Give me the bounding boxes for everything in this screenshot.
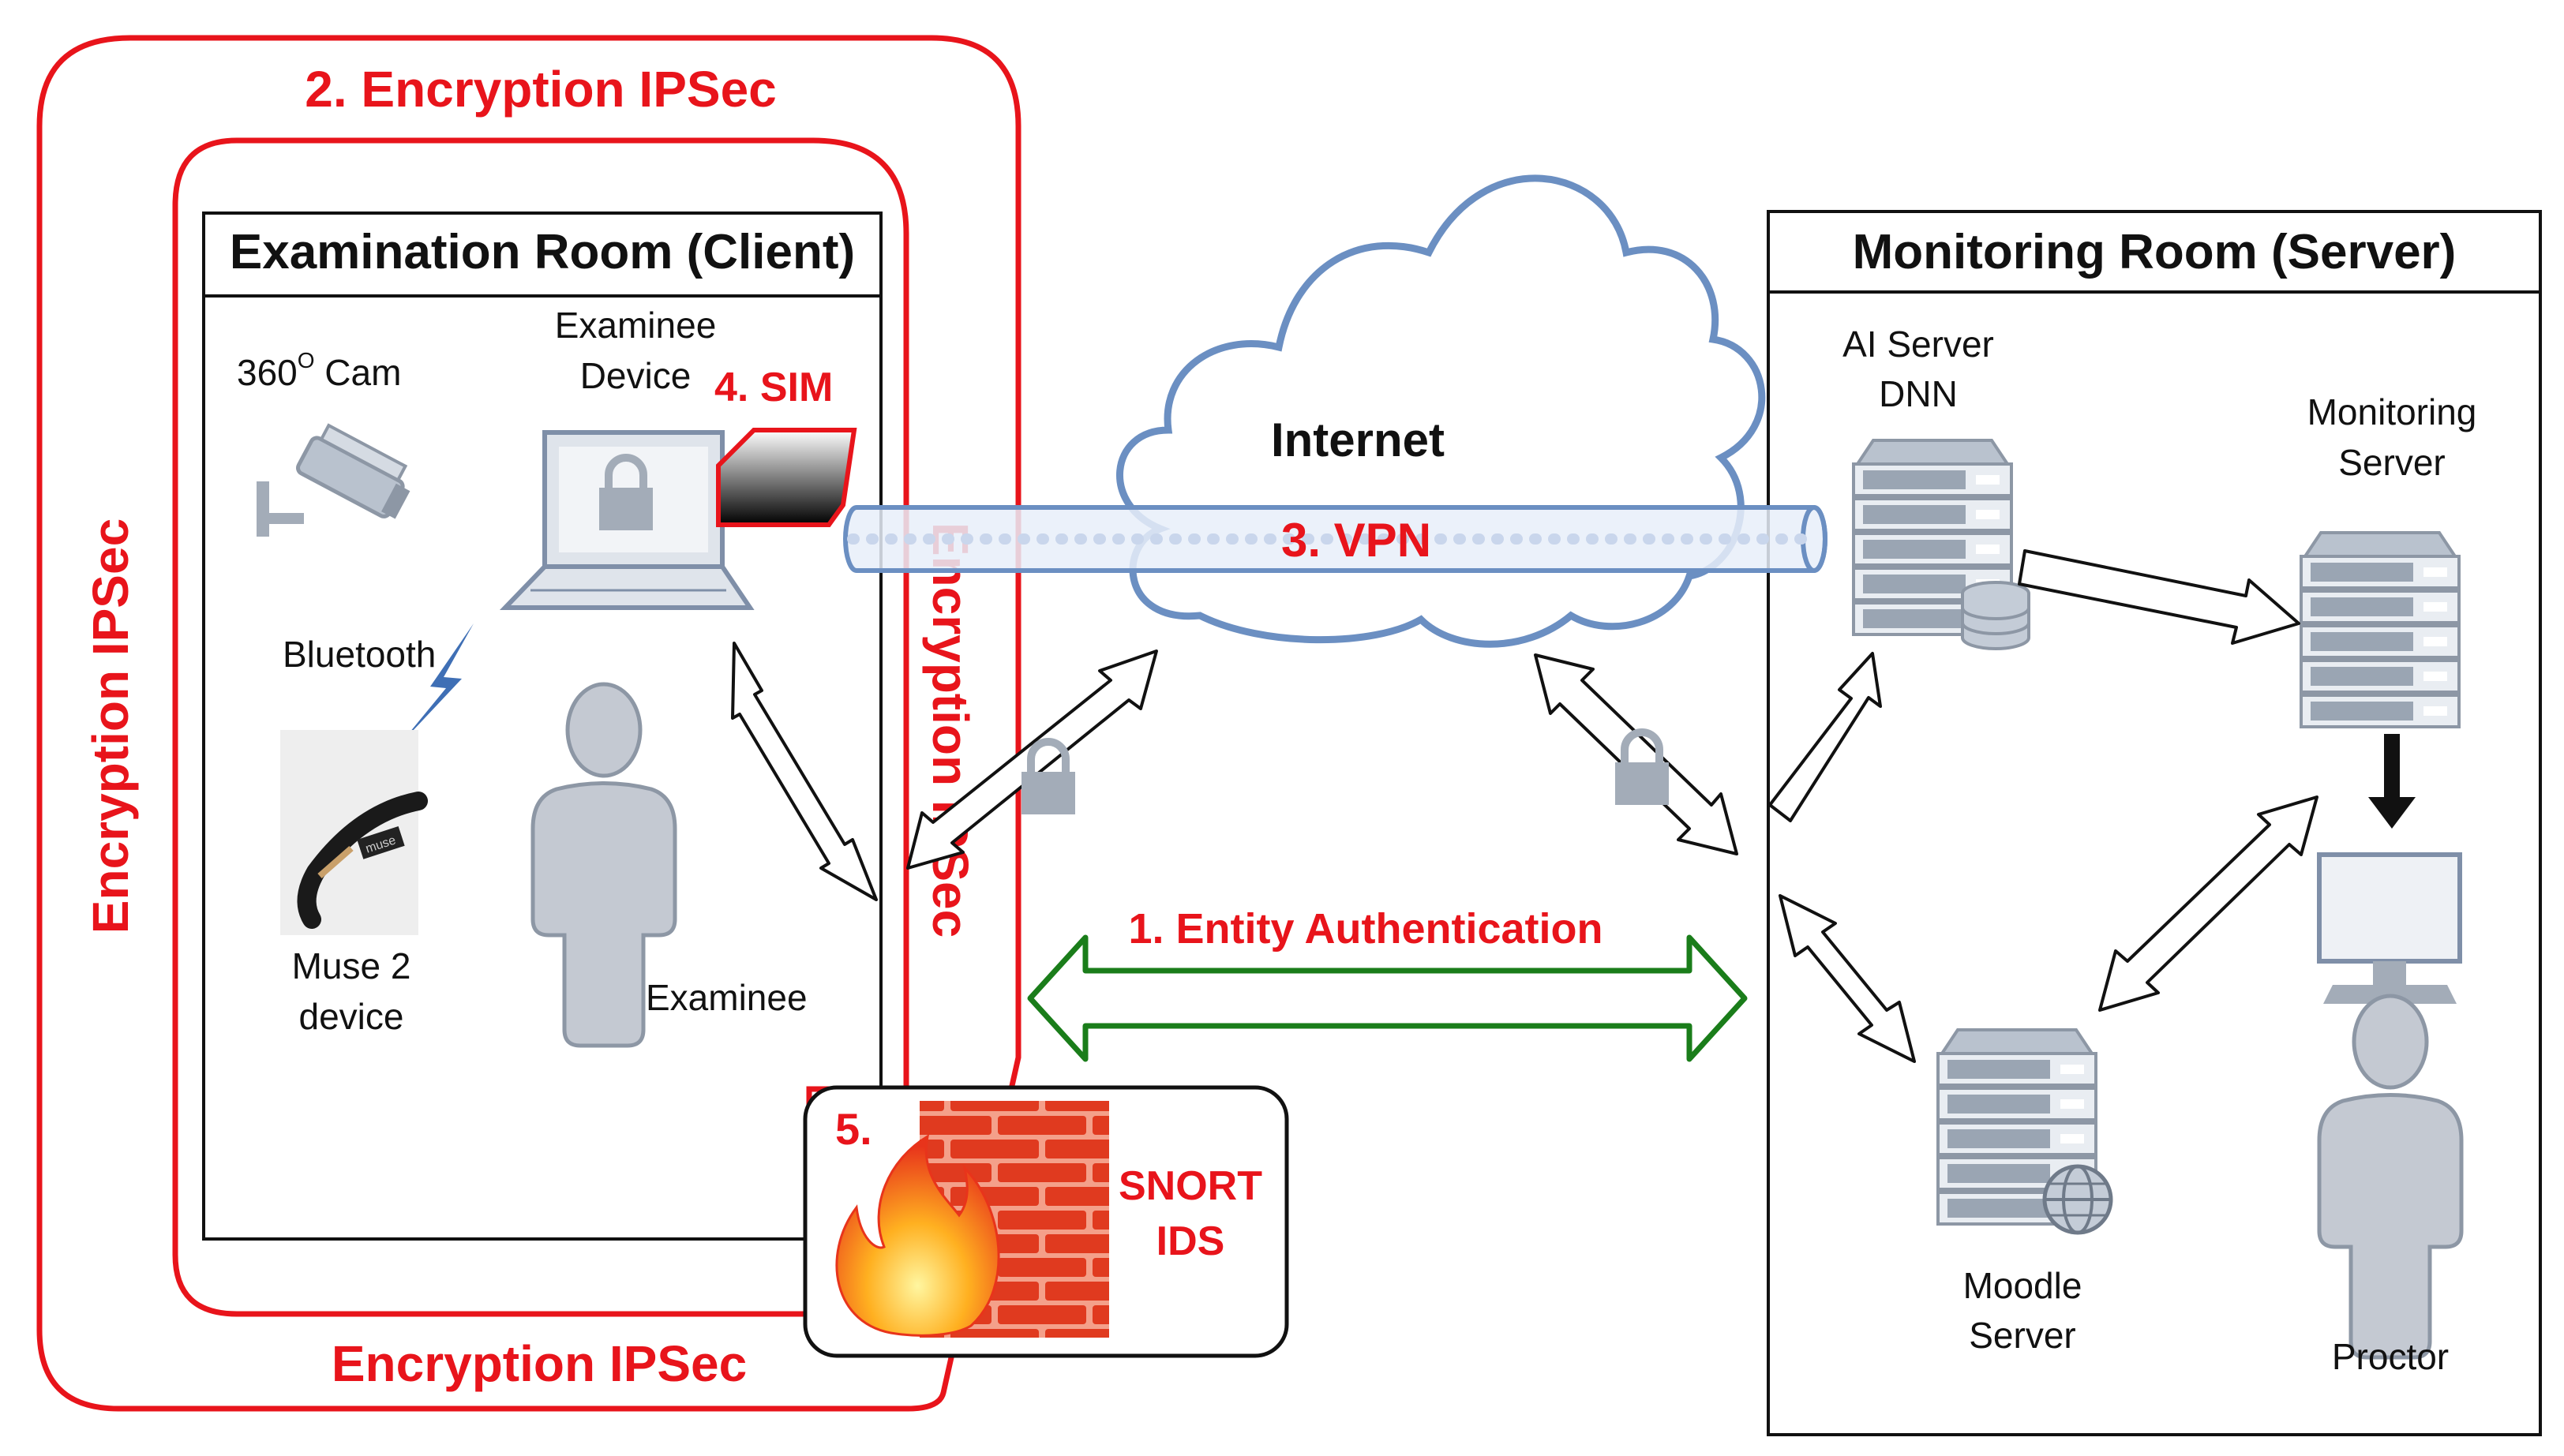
examinee-device-label-line2: Device [580,355,692,396]
internet-server-arrow [1534,653,1738,855]
monitoring-to-monitor-arrow [2368,734,2416,829]
monitoring-room-title: Monitoring Room (Server) [1853,225,2457,279]
ai-server-label-line1: AI Server [1842,324,1994,365]
proctor-label: Proctor [2332,1336,2449,1377]
database-icon [1961,581,2030,650]
ipsec-inner-bottom-label: Encryption IPSec [332,1335,747,1392]
moodle-monitoring-arrow [2098,795,2318,1012]
ipsec-outer-boundary [36,35,1021,1412]
ipsec-inner-right-label: Encryption IPSec [922,522,979,938]
moodle-server-label-line2: Server [1969,1315,2075,1356]
sim-label: 4. SIM [714,365,833,410]
vpn-label: 3. VPN [1281,514,1431,567]
camera-label: 360O Cam [237,348,401,393]
entity-authentication-arrow [1027,934,1748,1062]
monitoring-server-icon [2300,531,2461,728]
examinee-label: Examinee [646,977,808,1018]
muse-label-line1: Muse 2 [292,945,411,986]
muse-headband-image: muse [280,730,428,935]
ai-to-monitoring-arrow [2018,549,2300,645]
moodle-server-label-line1: Moodle [1963,1265,2082,1306]
network-to-ai-arrow [1768,652,1882,822]
monitoring-room-box [1767,210,2542,1436]
monitoring-server-label-line2: Server [2338,442,2445,483]
network-moodle-arrow [1779,894,1916,1063]
laptop-icon [499,430,755,610]
vpn-tunnel [843,505,1827,573]
ipsec-inner-boundary [172,137,909,1317]
examinee-device-label-line1: Examinee [555,305,717,346]
examination-room-box [202,211,883,1241]
entity-authentication-label: 1. Entity Authentication [1128,905,1602,953]
snort-label-line2: IDS [1156,1218,1225,1264]
proctor-person-icon [2319,996,2461,1357]
camera-icon [257,423,410,537]
bluetooth-signal-icon [399,623,474,746]
firewall-flame-icon [835,1133,1000,1337]
laptop-firewall-arrow [731,642,878,901]
ipsec-outer-left-label: Encryption IPSec [82,518,139,934]
firewall-number-label: 5. [835,1104,872,1154]
ipsec-outer-top-label: 2. Encryption IPSec [305,61,777,118]
monitor-icon [2317,852,2462,1004]
monitoring-server-label-line1: Monitoring [2307,391,2477,432]
globe-icon [2042,1164,2113,1235]
internet-label: Internet [1271,414,1445,466]
bluetooth-label: Bluetooth [283,634,436,675]
snort-label-line1: SNORT [1119,1163,1262,1209]
examination-room-title: Examination Room (Client) [230,225,855,279]
muse-label-line2: device [299,996,404,1037]
internet-cloud-icon [1116,174,1766,648]
sim-card-icon [716,428,857,527]
ai-server-label-line2: DNN [1879,373,1958,414]
